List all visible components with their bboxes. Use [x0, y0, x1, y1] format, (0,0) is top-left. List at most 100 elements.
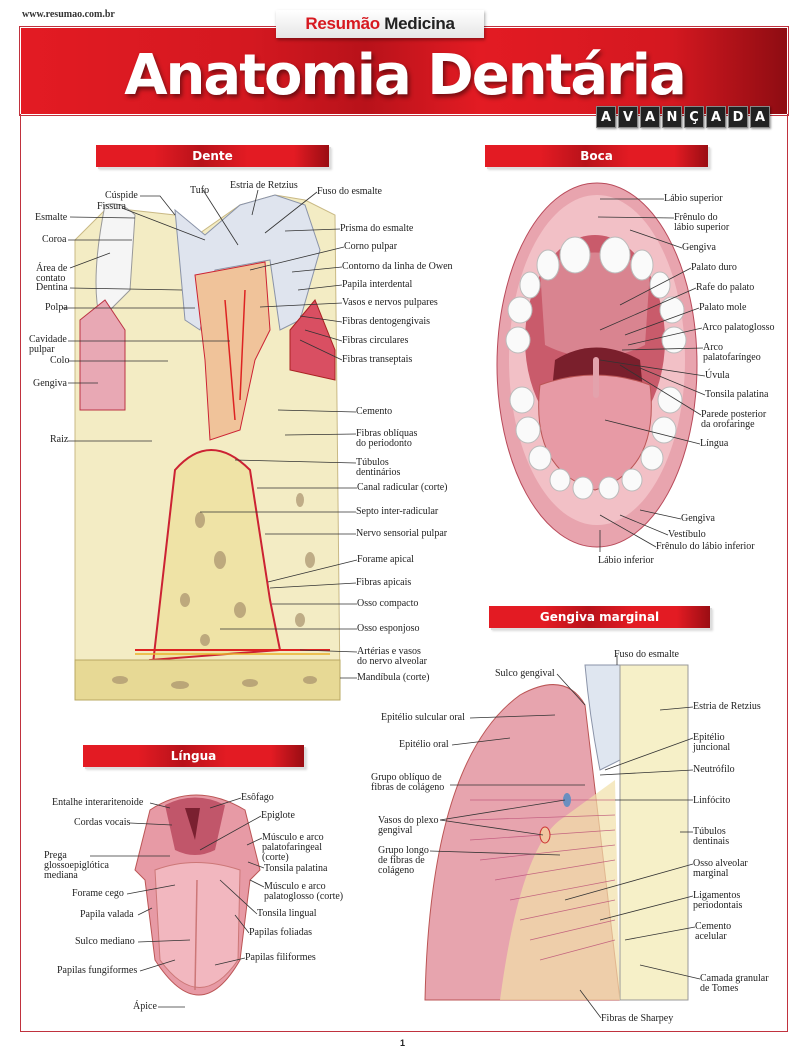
subtitle-letter: Ç: [684, 106, 704, 128]
label-dente: Túbulos dentinários: [356, 457, 401, 478]
label-gengiva-marginal: Camada granular de Tomes: [700, 973, 769, 994]
label-dente: Fibras dentogengivais: [342, 316, 431, 327]
label-gengiva-marginal: Sulco gengival: [495, 668, 555, 679]
label-dente: Cavidade pulpar: [29, 334, 67, 355]
label-dente: Osso esponjoso: [357, 623, 420, 634]
label-lingua: Papilas foliadas: [249, 927, 313, 938]
label-boca: Lábio inferior: [598, 555, 654, 566]
label-dente: Osso compacto: [357, 598, 419, 609]
label-dente: Cúspide: [105, 190, 138, 201]
label-gengiva-marginal: Fuso do esmalte: [614, 649, 679, 660]
label-lingua: Tonsila lingual: [257, 908, 317, 919]
subtitle-letter: A: [596, 106, 616, 128]
gingiva-illustration: [424, 664, 689, 1001]
section-heading-boca: Boca: [485, 145, 708, 167]
label-dente: Fuso do esmalte: [317, 186, 382, 197]
label-dente: Septo inter-radicular: [356, 506, 439, 517]
label-dente: Estria de Retzius: [230, 180, 298, 191]
label-boca: Lábio superior: [664, 193, 723, 204]
label-gengiva-marginal: Epitélio oral: [399, 739, 449, 750]
label-lingua: Papilas fungiformes: [57, 965, 138, 976]
subtitle-letter: D: [728, 106, 748, 128]
label-gengiva-marginal: Túbulos dentinais: [693, 826, 730, 847]
label-dente: Fibras apicais: [356, 577, 412, 588]
section-heading-gengiva-marginal: Gengiva marginal: [489, 606, 710, 628]
label-dente: Fissura: [97, 201, 126, 212]
brand-badge: Resumão Medicina: [276, 10, 484, 38]
label-gengiva-marginal: Vasos do plexo gengival: [378, 815, 439, 836]
label-lingua: Sulco mediano: [75, 936, 135, 947]
label-lingua: Forame cego: [72, 888, 124, 899]
site-url[interactable]: www.resumao.com.br: [22, 9, 115, 20]
label-gengiva-marginal: Grupo oblíquo de fibras de colágeno: [371, 772, 445, 793]
label-gengiva-marginal: Grupo longo de fibras de colágeno: [378, 845, 429, 876]
label-dente: Nervo sensorial pulpar: [356, 528, 448, 539]
label-dente: Canal radicular (corte): [357, 482, 448, 493]
label-gengiva-marginal: Linfócito: [693, 795, 731, 806]
label-dente: Corno pulpar: [344, 241, 398, 252]
label-lingua: Entalhe interaritenoide: [52, 797, 144, 808]
label-lingua: Papila valada: [80, 909, 134, 920]
label-gengiva-marginal: Fibras de Sharpey: [601, 1013, 674, 1024]
label-gengiva-marginal: Neutrófilo: [693, 764, 735, 775]
label-dente: Fibras circulares: [342, 335, 409, 346]
section-heading-lingua: Língua: [83, 745, 304, 767]
label-dente: Fibras oblíquas do periodonto: [356, 428, 418, 449]
brand-part2: Medicina: [384, 14, 455, 33]
label-gengiva-marginal: Epitélio juncional: [693, 732, 731, 753]
label-gengiva-marginal: Cemento acelular: [695, 921, 732, 942]
mouth-illustration: [496, 182, 698, 548]
label-boca: Frênulo do lábio superior: [674, 212, 730, 233]
label-boca: Arco palatofaríngeo: [703, 342, 761, 363]
label-dente: Artérias e vasos do nervo alveolar: [357, 646, 427, 667]
label-gengiva-marginal: Ligamentos periodontais: [693, 890, 743, 911]
label-lingua: Prega glossoepiglótica mediana: [44, 850, 109, 881]
brand-part1: Resumão: [305, 14, 380, 33]
label-lingua: Epiglote: [261, 810, 295, 821]
label-dente: Vasos e nervos pulpares: [342, 297, 438, 308]
label-gengiva-marginal: Estria de Retzius: [693, 701, 761, 712]
label-dente: Gengiva: [33, 378, 67, 389]
label-lingua: Papilas filiformes: [245, 952, 316, 963]
subtitle-letter: A: [750, 106, 770, 128]
content-frame: [20, 114, 788, 1032]
label-boca: Parede posterior da orofaringe: [701, 409, 767, 430]
subtitle-letter: A: [640, 106, 660, 128]
label-lingua: Esôfago: [241, 792, 274, 803]
label-boca: Palato mole: [699, 302, 747, 313]
label-gengiva-marginal: Epitélio sulcular oral: [381, 712, 465, 723]
tongue-illustration: [134, 794, 261, 996]
label-dente: Esmalte: [35, 212, 68, 223]
label-dente: Cemento: [356, 406, 393, 417]
label-boca: Língua: [700, 438, 729, 449]
label-boca: Frênulo do lábio inferior: [656, 541, 755, 552]
label-boca: Palato duro: [691, 262, 737, 273]
label-boca: Arco palatoglosso: [702, 322, 775, 333]
label-dente: Tufo: [190, 185, 210, 196]
label-dente: Contorno da linha de Owen: [342, 261, 453, 272]
label-boca: Gengiva: [681, 513, 715, 524]
label-lingua: Tonsila palatina: [264, 863, 328, 874]
subtitle-letter: V: [618, 106, 638, 128]
label-dente: Forame apical: [357, 554, 414, 565]
label-dente: Dentina: [36, 282, 68, 293]
label-dente: Prisma do esmalte: [340, 223, 414, 234]
subtitle-badge: A V A N Ç A D A: [596, 106, 770, 128]
label-lingua: Cordas vocais: [74, 817, 131, 828]
subtitle-letter: A: [706, 106, 726, 128]
label-dente: Polpa: [45, 302, 68, 313]
page-title: Anatomia Dentária: [124, 43, 687, 108]
label-lingua: Músculo e arco palatofaringeal (corte): [262, 832, 324, 863]
section-heading-dente: Dente: [96, 145, 329, 167]
label-dente: Fibras transeptais: [342, 354, 413, 365]
label-dente: Mandíbula (corte): [357, 672, 430, 683]
tooth-illustration: [74, 194, 341, 701]
label-boca: Rafe do palato: [696, 282, 755, 293]
label-gengiva-marginal: Osso alveolar marginal: [693, 858, 748, 879]
label-boca: Vestíbulo: [668, 529, 706, 540]
page-number: 1: [400, 1038, 406, 1048]
label-dente: Papila interdental: [342, 279, 413, 290]
label-dente: Colo: [50, 355, 70, 366]
title-banner: [19, 26, 789, 116]
